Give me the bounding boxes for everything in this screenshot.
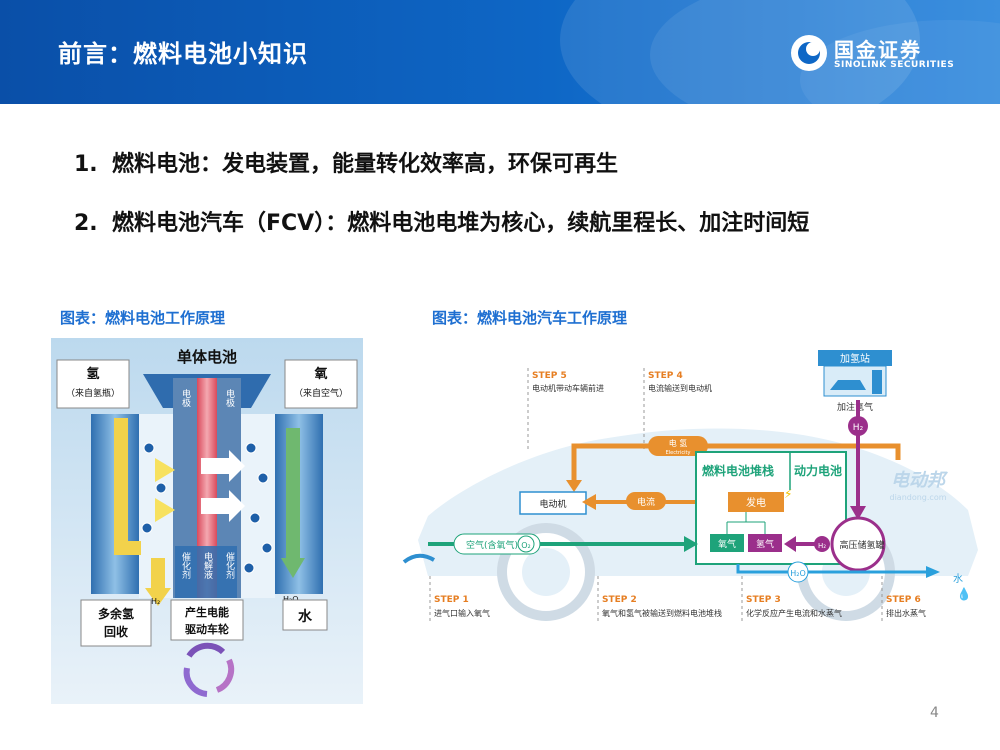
o2-source: （来自空气） <box>294 387 348 399</box>
sinolink-logo: 国金证券 SINOLINK SECURITIES <box>790 34 990 74</box>
water-label: 水 <box>298 608 313 625</box>
bullet-text: 燃料电池汽车（FCV）：燃料电池电堆为核心，续航里程长、加注时间短 <box>112 211 810 236</box>
generate-label: 发电 <box>746 496 766 509</box>
hydrogen-label: 氢气 <box>756 538 774 550</box>
water-drops-icon: 💧 <box>957 587 972 601</box>
step2-title: STEP 2 <box>602 595 637 605</box>
step1-text: 进气口输入氧气 <box>434 608 490 618</box>
watermark-url: diandong.com <box>889 493 946 502</box>
o2-label: 氧 <box>313 366 327 382</box>
header-banner: 前言：燃料电池小知识 国金证券 SINOLINK SECURITIES <box>0 0 1000 104</box>
station-label: 加氢站 <box>840 352 870 365</box>
catalyst-label-right: 催化剂 <box>224 551 235 580</box>
bullet-item: 2. 燃料电池汽车（FCV）：燃料电池电堆为核心，续航里程长、加注时间短 <box>74 205 809 237</box>
rotation-arrows-icon <box>183 642 235 697</box>
bullet-number: 1. <box>74 152 98 177</box>
step5-text: 电动机带动车辆前进 <box>532 383 604 393</box>
drive-line1: 产生电能 <box>185 605 229 619</box>
step4-text: 电流输送到电动机 <box>648 383 712 393</box>
lightning-icon: ⚡ <box>784 487 792 501</box>
current-label: 电流 <box>637 496 655 508</box>
h2o-symbol: H₂O <box>790 569 806 578</box>
sinolink-logo-icon <box>791 35 827 71</box>
catalyst-label-left: 催化剂 <box>180 551 191 580</box>
page-number: 4 <box>930 705 939 721</box>
stack-label: 燃料电池堆栈 <box>702 463 774 478</box>
h2-label: 氢 <box>86 366 99 382</box>
h2-outlet-symbol: H₂ <box>151 597 160 606</box>
step6-text: 排出水蒸气 <box>886 608 926 618</box>
logo-cn-text: 国金证券 <box>834 38 922 62</box>
excess-hydrogen-line2: 回收 <box>104 624 128 639</box>
water-label: 水 <box>953 573 963 585</box>
step3-text: 化学反应产生电流和水蒸气 <box>746 608 842 618</box>
logo-en-text: SINOLINK SECURITIES <box>834 60 955 70</box>
electrode-label-left: 电极 <box>180 388 191 408</box>
o2-symbol: O₂ <box>521 541 531 550</box>
drive-line2: 驱动车轮 <box>185 622 229 636</box>
step4-title: STEP 4 <box>648 371 683 381</box>
step6-title: STEP 6 <box>886 595 921 605</box>
step2-text: 氧气和氢气被输送到燃料电池堆栈 <box>602 608 722 618</box>
motor-label: 电动机 <box>539 498 566 510</box>
figure1-caption: 图表：燃料电池工作原理 <box>60 309 226 327</box>
h2-tank-symbol: H₂ <box>818 542 826 550</box>
air-intake-icon <box>402 553 436 564</box>
bullet-text: 燃料电池：发电装置，能量转化效率高，环保可再生 <box>112 152 619 177</box>
fuel-cell-diagram: 单体电池 氢 （来自氢瓶） 氧 （来自空气） H₂ O₂ 电极 电极 <box>51 338 363 704</box>
electrolyte-label: 电解液 <box>202 551 213 580</box>
oxygen-label: 氧气 <box>718 538 736 550</box>
h2-top-symbol: H₂ <box>853 423 864 433</box>
figure2-caption: 图表：燃料电池汽车工作原理 <box>432 309 628 327</box>
tank-label: 高压储氢罐 <box>839 539 884 551</box>
power-battery-label: 动力电池 <box>794 463 842 478</box>
page-title: 前言：燃料电池小知识 <box>58 40 308 68</box>
add-hydrogen-label: 加注氢气 <box>837 401 873 413</box>
excess-hydrogen-line1: 多余氢 <box>98 606 134 621</box>
electricity-label: 电 氢 <box>669 438 688 448</box>
step1-title: STEP 1 <box>434 595 469 605</box>
header-decoration <box>560 0 920 104</box>
bullet-item: 1. 燃料电池：发电装置，能量转化效率高，环保可再生 <box>74 146 618 178</box>
electricity-en-label: Electricity <box>666 450 691 456</box>
watermark-logo: 电动邦 <box>891 470 948 491</box>
cell-title: 单体电池 <box>177 348 237 366</box>
step3-title: STEP 3 <box>746 595 781 605</box>
air-label: 空气(含氧气) <box>466 539 518 551</box>
electrode-label-right: 电极 <box>224 388 235 408</box>
step5-title: STEP 5 <box>532 371 567 381</box>
bullet-number: 2. <box>74 211 98 236</box>
h2-source: （来自氢瓶） <box>66 387 120 399</box>
fcv-diagram: 加氢站 加注氢气 STEP 5 电动机带动车辆前进 STEP 4 电流输送到电动… <box>398 340 998 630</box>
